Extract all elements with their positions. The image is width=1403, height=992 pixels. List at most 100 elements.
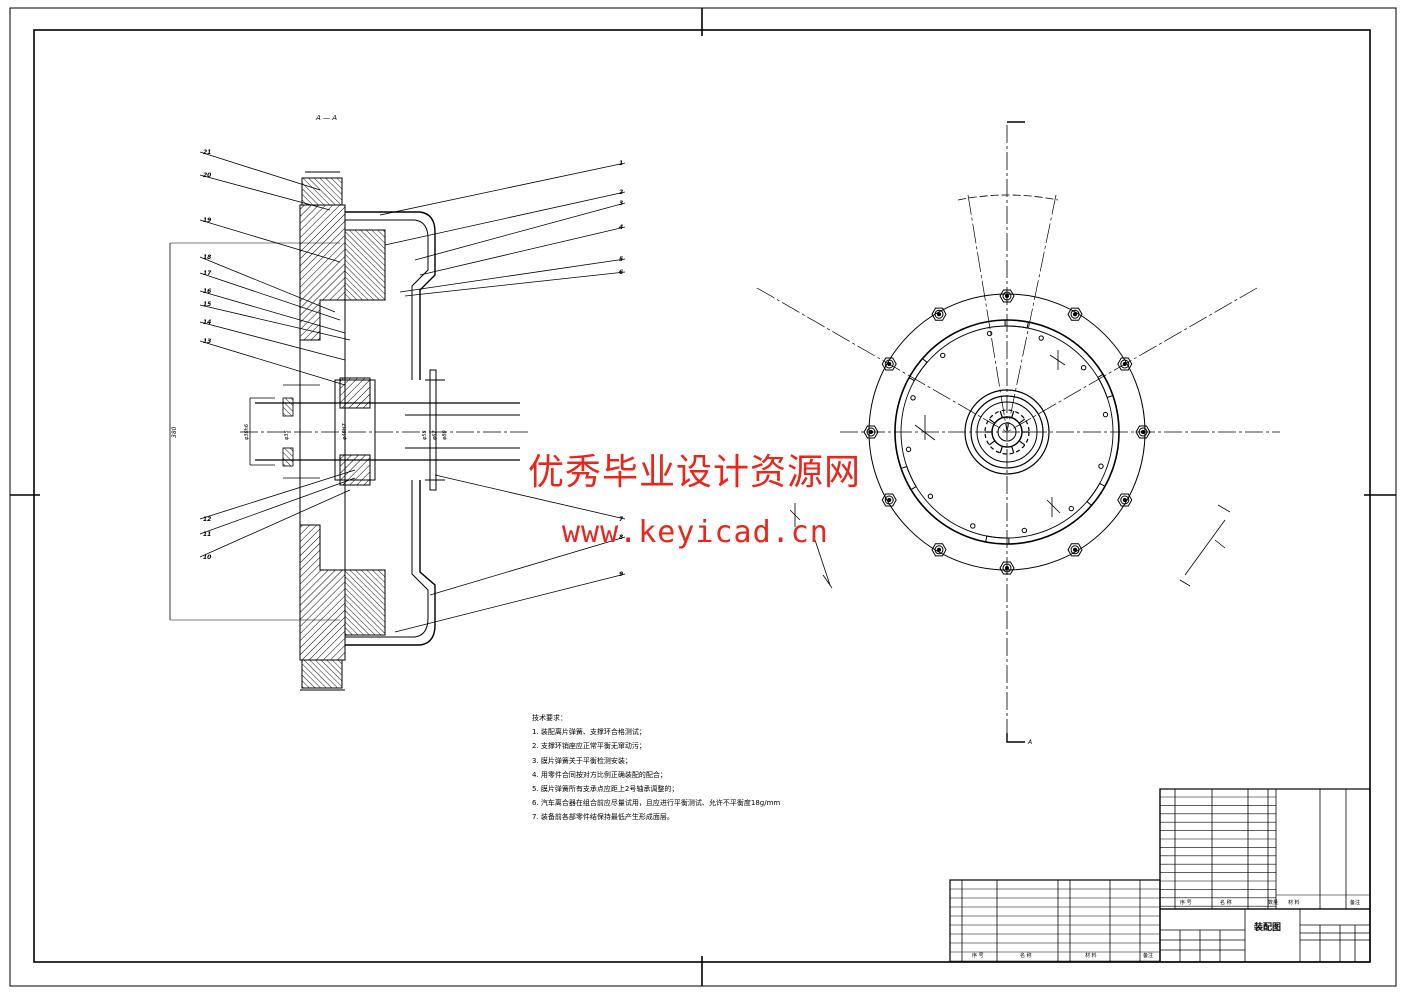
callout-10: 10: [203, 554, 211, 561]
dim-d4: φ55: [422, 430, 428, 440]
header-qty: 数量: [1268, 899, 1278, 906]
callout-14: 14: [203, 319, 211, 326]
drive-lug: [900, 465, 917, 491]
front-view: A: [756, 121, 1280, 746]
technical-notes: 技术要求： 1. 装配离片弹簧、支撑环合格测试； 2. 支撑环销座应正常平衡无窜…: [532, 711, 780, 825]
rivet-hole: [910, 395, 916, 401]
drive-lug: [985, 535, 1010, 544]
rivet-hole: [970, 523, 976, 529]
note-item: 6. 汽车离合器在组合前应尽量试用，且应进行平衡测试、允许不平衡度18g/mm: [532, 799, 781, 808]
callout-8: 8: [619, 534, 623, 541]
callout-6: 6: [619, 269, 623, 276]
watermark-title: 优秀毕业设计资源网: [528, 452, 862, 493]
callout-3: 3: [619, 200, 623, 207]
rivet-hole: [1021, 527, 1028, 534]
callout-13: 13: [203, 338, 211, 345]
bolt-icon: [1117, 493, 1133, 507]
pressure-plate-ring: [894, 319, 1120, 545]
callout-21: 21: [203, 149, 211, 156]
spline-tooth: [999, 446, 1003, 454]
flywheel-section-lower: [299, 524, 346, 661]
rivet-hole: [1080, 365, 1087, 371]
lower-header-material: 材 料: [1085, 952, 1097, 959]
drive-lug: [908, 358, 928, 382]
callout-1: 1: [619, 160, 623, 167]
callout-12: 12: [203, 516, 211, 523]
bolt-icon: [999, 561, 1015, 575]
rivet-hole: [986, 330, 993, 337]
callout-20: 20: [203, 172, 211, 179]
clutch-cover: [345, 211, 436, 380]
bolt-icon: [1067, 307, 1083, 321]
section-view: A — A 380 φ30: [169, 114, 530, 691]
spline-tooth: [1018, 440, 1026, 446]
callout-leaders: [199, 151, 626, 633]
callout-16: 16: [203, 288, 211, 295]
drawing-title: 装配图: [1254, 923, 1282, 933]
construction-marks: [789, 350, 1231, 589]
construction-lines: [756, 194, 1258, 433]
lower-header-name: 名 称: [1020, 952, 1032, 959]
callout-9: 9: [619, 571, 623, 578]
spline-outline: [984, 409, 1030, 455]
bolt-icon: [931, 307, 947, 321]
callout-5: 5: [619, 256, 623, 263]
bolt-icon: [863, 425, 879, 439]
callout-labels: 21 20 19 18 17 16 15 14 13 12 11 10 1 2 …: [203, 149, 624, 578]
rivet-hole: [940, 352, 946, 359]
header-no: 序 号: [1180, 899, 1192, 906]
callout-11: 11: [203, 531, 211, 538]
spline-tooth: [988, 440, 996, 446]
section-label: A — A: [315, 114, 337, 122]
callout-7: 7: [619, 516, 624, 523]
note-item: 3. 膜片弹簧关于平衡检测安装；: [532, 756, 632, 765]
spline-tooth: [1011, 410, 1015, 418]
spline-tooth: [988, 418, 996, 424]
dim-d3: φ40H7: [342, 423, 348, 440]
spline-tooth: [999, 410, 1003, 418]
callout-17: 17: [203, 270, 212, 277]
bolt-icon: [1067, 543, 1083, 557]
note-item: 7. 装备前各部零件结保持最低产生形成面层。: [532, 813, 674, 822]
note-item: 5. 膜片弹簧所有支承点应距上2号轴承调整的；: [532, 785, 679, 794]
pressure-plate-section: [344, 229, 386, 301]
drive-lug: [1097, 373, 1114, 399]
bolt-icon: [881, 357, 897, 371]
view-marker: A: [1027, 739, 1032, 746]
notes-heading: 技术要求：: [532, 714, 567, 722]
drive-lug: [1086, 482, 1106, 506]
bolt-icon: [1135, 425, 1151, 439]
sheet-border: [9, 7, 1397, 987]
note-item: 2. 支撑环销座应正常平衡无窜动污；: [532, 742, 646, 751]
dim-d5: φ62: [432, 430, 438, 440]
lower-header-no: 序 号: [972, 952, 984, 959]
header-name: 名 称: [1220, 899, 1232, 906]
height-dimension-value: 380: [171, 426, 178, 438]
spline-tooth: [1018, 418, 1026, 424]
callout-4: 4: [619, 224, 623, 231]
dim-d2: φ35: [284, 430, 290, 440]
title-block: 序 号 名 称 数量 材 料 备注 序 号 名 称 材 料 备注: [949, 788, 1371, 963]
callout-19: 19: [203, 217, 211, 224]
header-material: 材 料: [1288, 899, 1300, 906]
spline-tooth: [1011, 446, 1015, 454]
rivet-hole: [1102, 411, 1109, 418]
rivet-hole: [927, 493, 934, 499]
bolt-icon: [999, 289, 1015, 303]
bolt-icon: [881, 493, 897, 507]
rivet-hole: [1068, 505, 1074, 512]
note-item: 4. 用零件合同按对方比例正确装配的配合；: [532, 770, 667, 779]
callout-15: 15: [203, 301, 211, 308]
bolt-icon: [931, 543, 947, 557]
callout-2: 2: [619, 189, 623, 196]
lower-header-remark: 备注: [1143, 952, 1153, 959]
rivet-hole: [905, 446, 912, 453]
dim-d6: φ80: [442, 430, 448, 440]
rivet-hole: [1038, 335, 1044, 341]
drive-lug: [1004, 320, 1029, 329]
bolt-icon: [1117, 357, 1133, 371]
header-remark: 备注: [1350, 899, 1360, 906]
dim-d1: φ30h6: [244, 424, 250, 440]
watermark-url: www.keyicad.cn: [562, 515, 829, 550]
